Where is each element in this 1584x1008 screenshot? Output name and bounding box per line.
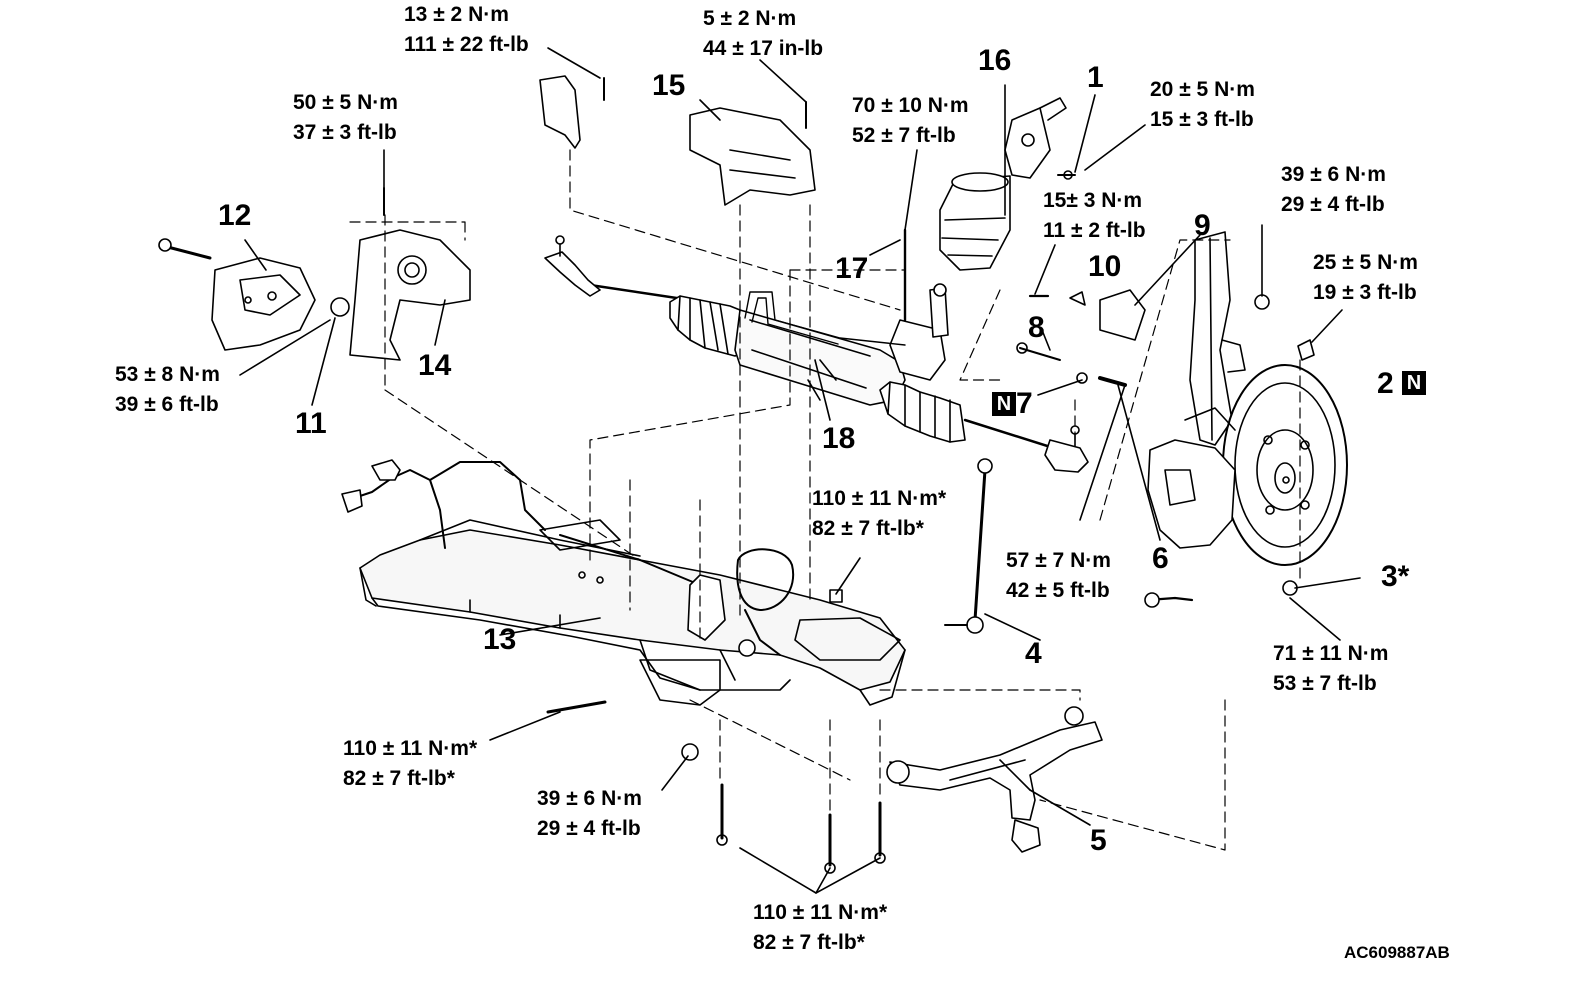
part-number-9: 9 <box>1194 209 1211 242</box>
torque-imperial: 19 ± 3 ft-lb <box>1313 281 1417 304</box>
torque-nm: 25 ± 5 N·m <box>1313 251 1418 274</box>
torque-imperial: 82 ± 7 ft-lb* <box>812 517 924 540</box>
fasteners <box>546 228 1315 874</box>
torque-nm: 110 ± 11 N·m* <box>812 487 947 510</box>
torque-callout-12: 71 ± 11 N·m 53 ± 7 ft-lb <box>1273 639 1388 699</box>
mount-brackets <box>158 187 471 361</box>
part-number-12: 12 <box>218 199 252 232</box>
part-number-13: 13 <box>483 623 517 656</box>
torque-callout-5: 20 ± 5 N·m 15 ± 3 ft-lb <box>1150 75 1255 135</box>
heat-shield-brackets <box>539 75 816 206</box>
torque-imperial: 82 ± 7 ft-lb* <box>343 767 455 790</box>
part-number-3: 3* <box>1381 560 1410 593</box>
part-number-11: 11 <box>295 407 327 440</box>
torque-imperial: 52 ± 7 ft-lb <box>852 124 956 147</box>
torque-imperial: 39 ± 6 ft-lb <box>115 393 219 416</box>
part-number-16: 16 <box>978 44 1012 77</box>
torque-callout-2: 5 ± 2 N·m 44 ± 17 in-lb <box>703 4 823 64</box>
torque-callout-8: 25 ± 5 N·m 19 ± 3 ft-lb <box>1313 248 1418 308</box>
torque-nm: 39 ± 6 N·m <box>1281 163 1386 186</box>
torque-imperial: 11 ± 2 ft-lb <box>1043 219 1146 242</box>
torque-nm: 15± 3 N·m <box>1043 189 1143 212</box>
knuckle-hub-brake <box>1144 231 1348 608</box>
part-number-17: 17 <box>835 252 869 285</box>
torque-nm: 20 ± 5 N·m <box>1150 78 1255 101</box>
torque-imperial: 42 ± 5 ft-lb <box>1006 579 1110 602</box>
torque-nm: 110 ± 11 N·m* <box>753 901 888 924</box>
nonreusable-badge-7: N <box>992 392 1016 416</box>
torque-imperial: 37 ± 3 ft-lb <box>293 121 397 144</box>
torque-callout-3: 50 ± 5 N·m 37 ± 3 ft-lb <box>293 88 398 148</box>
part-number-18: 18 <box>822 422 856 455</box>
leader-lines <box>239 47 1361 894</box>
torque-callout-14: 39 ± 6 N·m 29 ± 4 ft-lb <box>537 784 642 844</box>
torque-imperial: 15 ± 3 ft-lb <box>1150 108 1254 131</box>
torque-nm: 5 ± 2 N·m <box>703 7 797 30</box>
torque-nm: 39 ± 6 N·m <box>537 787 642 810</box>
part-number-14: 14 <box>418 349 452 382</box>
torque-imperial: 111 ± 22 ft-lb <box>404 33 529 56</box>
part-number-8: 8 <box>1028 311 1045 344</box>
torque-callout-4: 70 ± 10 N·m 52 ± 7 ft-lb <box>852 91 969 151</box>
steering-rack <box>544 235 1089 473</box>
torque-callout-7: 15± 3 N·m 11 ± 2 ft-lb <box>1043 186 1146 246</box>
part-number-5: 5 <box>1090 824 1107 857</box>
part-number-2: 2 <box>1377 367 1394 400</box>
torque-callout-6: 39 ± 6 N·m 29 ± 4 ft-lb <box>1281 160 1386 220</box>
lower-arm <box>886 706 1103 853</box>
part-number-4: 4 <box>1025 637 1042 670</box>
part-number-7: 7 <box>1016 387 1033 420</box>
torque-nm: 13 ± 2 N·m <box>404 3 509 26</box>
part-number-10: 10 <box>1088 250 1122 283</box>
torque-imperial: 29 ± 4 ft-lb <box>1281 193 1385 216</box>
torque-callout-1: 13 ± 2 N·m 111 ± 22 ft-lb <box>404 0 529 60</box>
figure-reference-code: AC609887AB <box>1344 943 1450 962</box>
torque-nm: 110 ± 11 N·m* <box>343 737 478 760</box>
intermediate-shaft-boot <box>939 97 1076 271</box>
torque-callout-13: 110 ± 11 N·m* 82 ± 7 ft-lb* <box>343 734 477 794</box>
part-number-1: 1 <box>1087 61 1104 94</box>
torque-callout-15: 110 ± 11 N·m* 82 ± 7 ft-lb* <box>753 898 887 958</box>
torque-callout-11: 57 ± 7 N·m 42 ± 5 ft-lb <box>1006 546 1111 606</box>
torque-imperial: 29 ± 4 ft-lb <box>537 817 641 840</box>
torque-imperial: 82 ± 7 ft-lb* <box>753 931 865 954</box>
stabilizer-bar <box>341 459 795 657</box>
torque-nm: 71 ± 11 N·m <box>1273 642 1389 665</box>
part-number-6: 6 <box>1152 542 1169 575</box>
torque-callout-9: 53 ± 8 N·m 39 ± 6 ft-lb <box>115 360 220 420</box>
alignment-lines <box>349 149 1301 851</box>
torque-nm: 53 ± 8 N·m <box>115 363 220 386</box>
nonreusable-badge-2: N <box>1402 371 1426 395</box>
torque-nm: 50 ± 5 N·m <box>293 91 398 114</box>
torque-imperial: 44 ± 17 in-lb <box>703 37 824 60</box>
torque-nm: 57 ± 7 N·m <box>1006 549 1111 572</box>
torque-nm: 70 ± 10 N·m <box>852 94 969 117</box>
stabilizer-link <box>944 458 993 634</box>
torque-imperial: 53 ± 7 ft-lb <box>1273 672 1377 695</box>
part-number-15: 15 <box>652 69 686 102</box>
front-crossmember <box>359 519 906 706</box>
torque-callout-10: 110 ± 11 N·m* 82 ± 7 ft-lb* <box>812 484 946 544</box>
